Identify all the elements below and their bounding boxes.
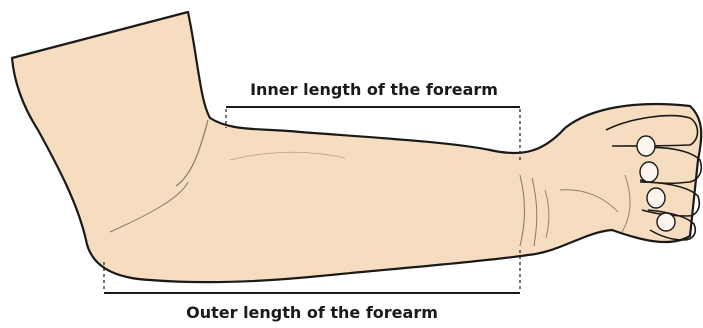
- fingernail: [637, 136, 655, 156]
- arm-silhouette: [12, 12, 701, 282]
- fingernail: [640, 162, 658, 182]
- inner-length-label: Inner length of the forearm: [250, 82, 498, 98]
- outer-length-label: Outer length of the forearm: [186, 305, 438, 321]
- fingernail: [657, 213, 675, 231]
- fingernail: [647, 188, 665, 208]
